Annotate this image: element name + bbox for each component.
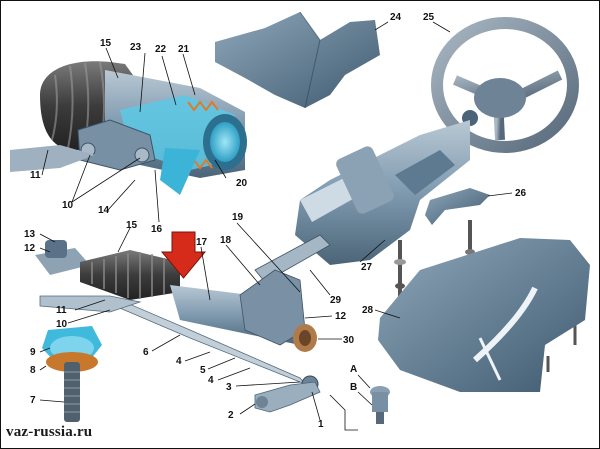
callout-25: 25 bbox=[423, 12, 435, 23]
callout-B: B bbox=[350, 382, 357, 393]
lower-shroud bbox=[378, 238, 590, 392]
callout-24: 24 bbox=[390, 12, 402, 23]
steering-rack bbox=[35, 240, 319, 393]
callout-2: 2 bbox=[228, 410, 234, 421]
callout-22: 22 bbox=[155, 44, 167, 55]
callout-11-main: 11 bbox=[56, 305, 67, 316]
callout-9: 9 bbox=[30, 347, 36, 358]
callout-20: 20 bbox=[236, 178, 248, 189]
upper-shroud bbox=[215, 11, 380, 109]
callout-12-left: 12 bbox=[24, 243, 36, 254]
callout-21: 21 bbox=[178, 44, 190, 55]
callout-15-main: 15 bbox=[126, 220, 138, 231]
callout-19: 19 bbox=[232, 212, 244, 223]
callout-6: 6 bbox=[143, 347, 149, 358]
pitman-arm bbox=[254, 381, 321, 413]
ball-stud bbox=[370, 386, 390, 424]
callout-15-inset: 15 bbox=[100, 38, 112, 49]
callout-29: 29 bbox=[330, 295, 342, 306]
callout-numbers: 1 2 3 4 4 5 6 7 8 9 10 10 11 11 12 12 13… bbox=[24, 12, 527, 430]
callout-23: 23 bbox=[130, 42, 142, 53]
callout-27: 27 bbox=[361, 262, 373, 273]
down-arrow-icon bbox=[160, 231, 207, 279]
callout-28: 28 bbox=[362, 305, 374, 316]
callout-A: A bbox=[350, 364, 357, 375]
callout-26: 26 bbox=[515, 188, 527, 199]
callout-4: 4 bbox=[176, 356, 182, 367]
site-watermark: vaz-russia.ru bbox=[6, 424, 93, 440]
callout-3: 3 bbox=[226, 382, 232, 393]
inset-rack-section bbox=[10, 61, 247, 195]
tie-rod-ball-joint bbox=[42, 326, 102, 422]
callout-4-secondary: 4 bbox=[208, 375, 214, 386]
callout-16: 16 bbox=[151, 224, 163, 235]
callout-7: 7 bbox=[30, 395, 36, 406]
callout-10-main: 10 bbox=[56, 319, 68, 330]
callout-10-inset: 10 bbox=[62, 200, 74, 211]
callout-17: 17 bbox=[196, 237, 208, 248]
callout-30: 30 bbox=[343, 335, 355, 346]
callout-11-inset: 11 bbox=[30, 170, 41, 181]
callout-12-right: 12 bbox=[335, 311, 347, 322]
steering-column bbox=[254, 120, 470, 283]
callout-8: 8 bbox=[30, 365, 36, 376]
callout-13: 13 bbox=[24, 229, 36, 240]
leader-lines bbox=[39, 21, 513, 431]
callout-18: 18 bbox=[220, 235, 232, 246]
callout-5: 5 bbox=[200, 365, 206, 376]
callout-14: 14 bbox=[98, 205, 110, 216]
callout-1: 1 bbox=[318, 419, 324, 430]
